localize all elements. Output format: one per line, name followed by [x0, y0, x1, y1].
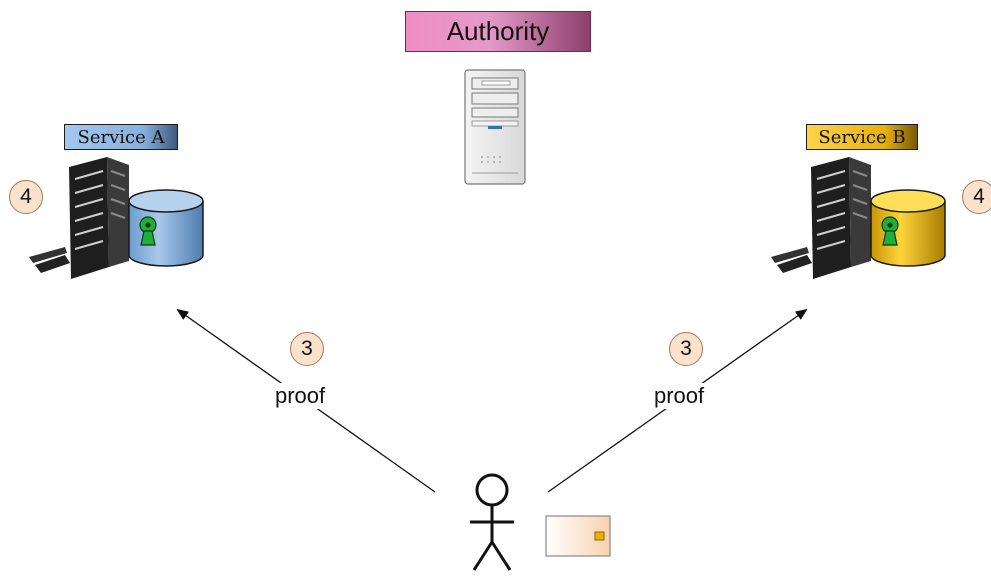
edge-b-label: proof: [652, 383, 707, 409]
server-icon: [464, 69, 526, 185]
service-a-label: Service A: [64, 124, 178, 150]
service-b-label: Service B: [806, 124, 918, 150]
service-b-database-icon: [870, 189, 946, 267]
person-icon: [470, 473, 514, 571]
service-a-step-badge: 4: [9, 180, 43, 214]
service-a-building-icon: [29, 157, 129, 279]
edge-a-label: proof: [273, 383, 328, 409]
service-b-step-badge: 4: [962, 180, 991, 214]
edge-a-step-badge: 3: [290, 332, 324, 366]
authority-label: Authority: [405, 11, 591, 52]
edge-b-step-badge: 3: [669, 332, 703, 366]
card-icon: [545, 515, 611, 557]
service-b-building-icon: [771, 157, 871, 279]
service-b-lock-icon: [881, 216, 899, 246]
service-a-database-icon: [128, 189, 204, 267]
service-a-lock-icon: [139, 216, 157, 246]
